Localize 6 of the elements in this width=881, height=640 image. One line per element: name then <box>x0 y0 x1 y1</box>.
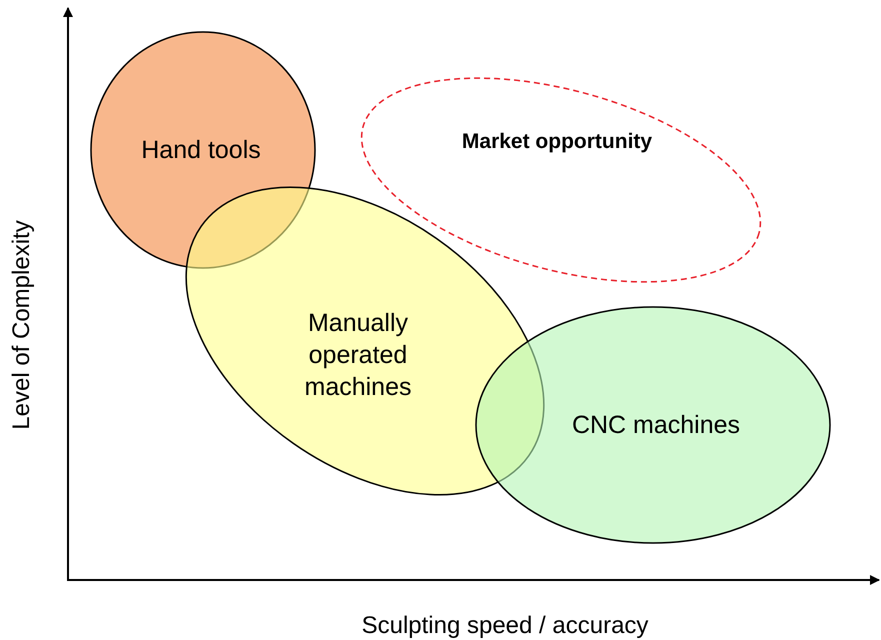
region-label: Market opportunity <box>460 129 654 155</box>
axis-title: Level of Complexity <box>8 220 36 430</box>
axis-title: Sculpting speed / accuracy <box>362 612 648 640</box>
region-label: CNC machines <box>570 410 742 441</box>
region-label: Hand tools <box>140 135 262 166</box>
region-label: Manually operated machines <box>304 308 412 403</box>
